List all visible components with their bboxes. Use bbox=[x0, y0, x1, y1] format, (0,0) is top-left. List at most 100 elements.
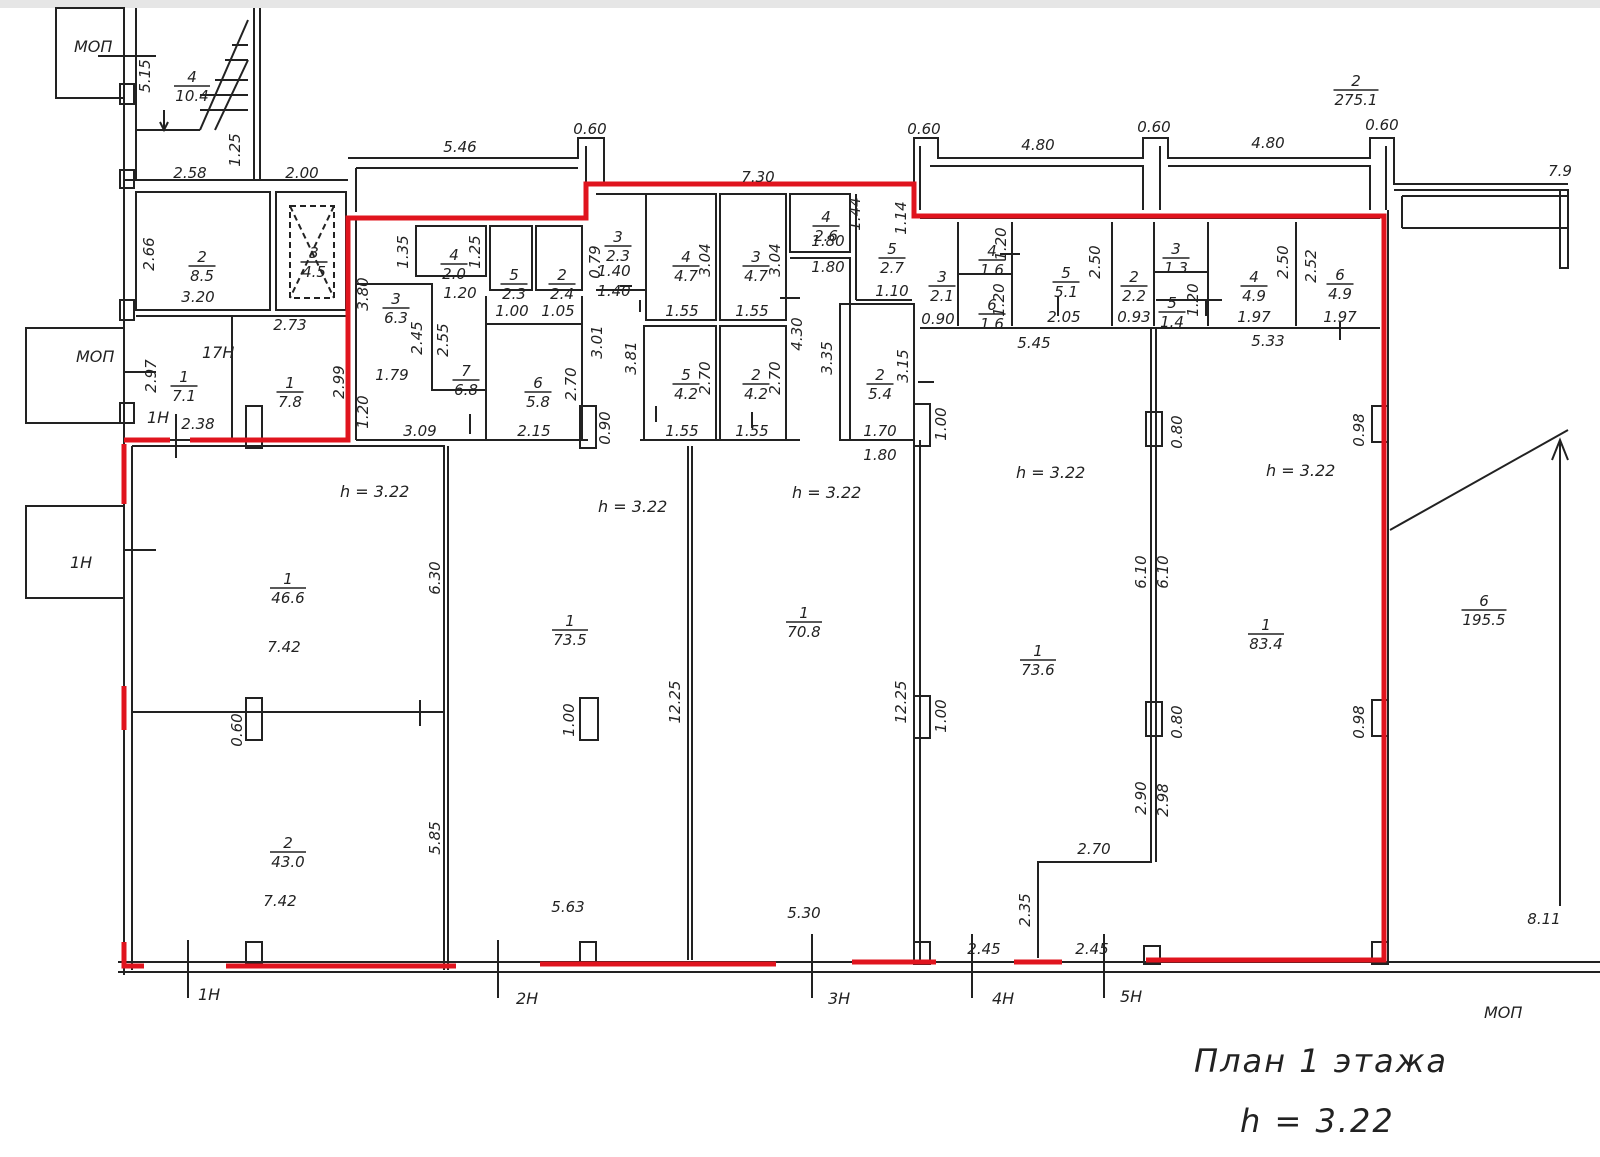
room-label: 28.5 bbox=[188, 248, 216, 285]
dimension-label: 1.55 bbox=[665, 422, 698, 440]
dimension-label: 0.79 bbox=[586, 245, 604, 278]
room-area: 2.0 bbox=[442, 265, 466, 283]
room-area: 7.1 bbox=[172, 387, 196, 405]
room-5-8 bbox=[485, 296, 583, 440]
dimension-label: 1.00 bbox=[932, 407, 950, 440]
stair-arrow bbox=[159, 110, 169, 133]
dimension-label: 6.10 bbox=[1154, 555, 1172, 588]
room-label: 173.6 bbox=[1020, 642, 1056, 679]
column bbox=[1145, 701, 1163, 737]
zone-label: МОП bbox=[76, 347, 114, 366]
room-label: 42.6 bbox=[812, 208, 840, 245]
room-label: 76.8 bbox=[452, 362, 480, 399]
dimension-label: 3.80 bbox=[354, 277, 372, 310]
dimension-label: 0.93 bbox=[1117, 308, 1150, 326]
wall-pier bbox=[119, 169, 135, 189]
ceiling-height: h = 3.22 bbox=[792, 483, 861, 502]
room-label: 183.4 bbox=[1248, 616, 1284, 653]
room-area: 2.7 bbox=[880, 259, 904, 277]
room-area: 5.1 bbox=[1054, 283, 1078, 301]
room-number: 5 bbox=[681, 366, 691, 384]
room-8-5 bbox=[135, 191, 271, 311]
walls-layer bbox=[25, 7, 1600, 998]
dimension-label: 2.70 bbox=[696, 361, 714, 394]
top-inner-wall bbox=[355, 146, 1387, 212]
dimension-label: 4.80 bbox=[1021, 136, 1054, 154]
1n-block-left bbox=[25, 505, 125, 599]
dimension-label: 5.46 bbox=[443, 138, 476, 156]
dimension-label: 1.10 bbox=[875, 282, 908, 300]
dimension-label: 5.63 bbox=[551, 898, 584, 916]
room-label: 65.8 bbox=[524, 374, 552, 411]
room-label: 44.9 bbox=[1240, 268, 1268, 305]
door-jamb bbox=[1143, 945, 1161, 965]
stair-steps bbox=[199, 19, 249, 131]
dimension-label: 2.70 bbox=[562, 367, 580, 400]
room-area: 195.5 bbox=[1463, 611, 1506, 629]
room-label: 32.1 bbox=[928, 268, 956, 305]
zone-label: 1Н bbox=[147, 408, 169, 427]
ceiling-height: h = 3.22 bbox=[598, 497, 667, 516]
room-label: 25.4 bbox=[866, 366, 894, 403]
dimension-label: 0.80 bbox=[1168, 415, 1186, 448]
dimension-label: 2.50 bbox=[1274, 245, 1292, 278]
dimension-label: 1.79 bbox=[375, 366, 408, 384]
room-label: 146.6 bbox=[270, 570, 306, 607]
door-jamb bbox=[245, 405, 263, 449]
door-jamb bbox=[1371, 405, 1389, 443]
axis-label: 3Н bbox=[828, 989, 850, 1008]
room-number: 5 bbox=[1061, 264, 1071, 282]
dimension-label: 2.58 bbox=[173, 164, 206, 182]
column bbox=[1145, 411, 1163, 447]
dimension-label: 1.97 bbox=[1237, 308, 1271, 326]
dimension-label: 1.40 bbox=[597, 282, 630, 300]
dimension-label: 0.60 bbox=[1137, 118, 1170, 136]
right-hall-arrow bbox=[1389, 429, 1569, 906]
room-number: 2 bbox=[197, 248, 207, 266]
dimension-label: 1.20 bbox=[443, 284, 476, 302]
dimension-label: 0.60 bbox=[907, 120, 940, 138]
right-corridor bbox=[1394, 189, 1568, 229]
room-area: 70.8 bbox=[787, 623, 820, 641]
dimension-label: 5.45 bbox=[1017, 334, 1050, 352]
dimension-label: 3.04 bbox=[766, 243, 784, 276]
room-area: 4.9 bbox=[1328, 285, 1352, 303]
dimension-label: 7.42 bbox=[267, 638, 300, 656]
zone-label: МОП bbox=[74, 37, 112, 56]
dimension-label: 1.44 bbox=[846, 197, 864, 230]
dimension-label: 6.10 bbox=[1132, 555, 1150, 588]
mop-block-mid bbox=[25, 327, 125, 424]
room-number: 2 bbox=[751, 366, 761, 384]
room-label: 54.2 bbox=[672, 366, 700, 403]
dimension-label: 0.98 bbox=[1350, 413, 1368, 446]
dimension-label: 1.14 bbox=[892, 201, 910, 234]
dimension-label: 3.04 bbox=[696, 243, 714, 276]
dimension-label: 1.20 bbox=[990, 283, 1008, 316]
room-number: 3 bbox=[391, 290, 401, 308]
dimension-label: 0.80 bbox=[1168, 705, 1186, 738]
room-area: 2.3 bbox=[502, 285, 526, 303]
room-label: 243.0 bbox=[270, 834, 306, 871]
room-number: 6 bbox=[1479, 592, 1489, 610]
dimension-label: 1.20 bbox=[1184, 283, 1202, 316]
room-label: 42.0 bbox=[440, 246, 468, 283]
dimension-label: 1.70 bbox=[863, 422, 896, 440]
dimension-label: 2.99 bbox=[330, 365, 348, 398]
dimension-label: 4.80 bbox=[1251, 134, 1284, 152]
room-area: 6.3 bbox=[384, 309, 408, 327]
door-jamb bbox=[1371, 699, 1389, 737]
room-label: 52.3 bbox=[500, 266, 528, 303]
right-wall-stub bbox=[1559, 189, 1569, 269]
dimension-label: 8.11 bbox=[1527, 910, 1560, 928]
dimension-label: 3.01 bbox=[588, 325, 606, 358]
room-area: 2.3 bbox=[606, 247, 630, 265]
room-label: 34.5 bbox=[300, 244, 328, 281]
room-area: 2.1 bbox=[930, 287, 954, 305]
room-area: 6.8 bbox=[454, 381, 478, 399]
dimension-label: 2.70 bbox=[1077, 840, 1110, 858]
axis-label: 1Н bbox=[198, 985, 220, 1004]
room-label: 22.4 bbox=[548, 266, 576, 303]
dimension-label: 1.80 bbox=[863, 446, 896, 464]
